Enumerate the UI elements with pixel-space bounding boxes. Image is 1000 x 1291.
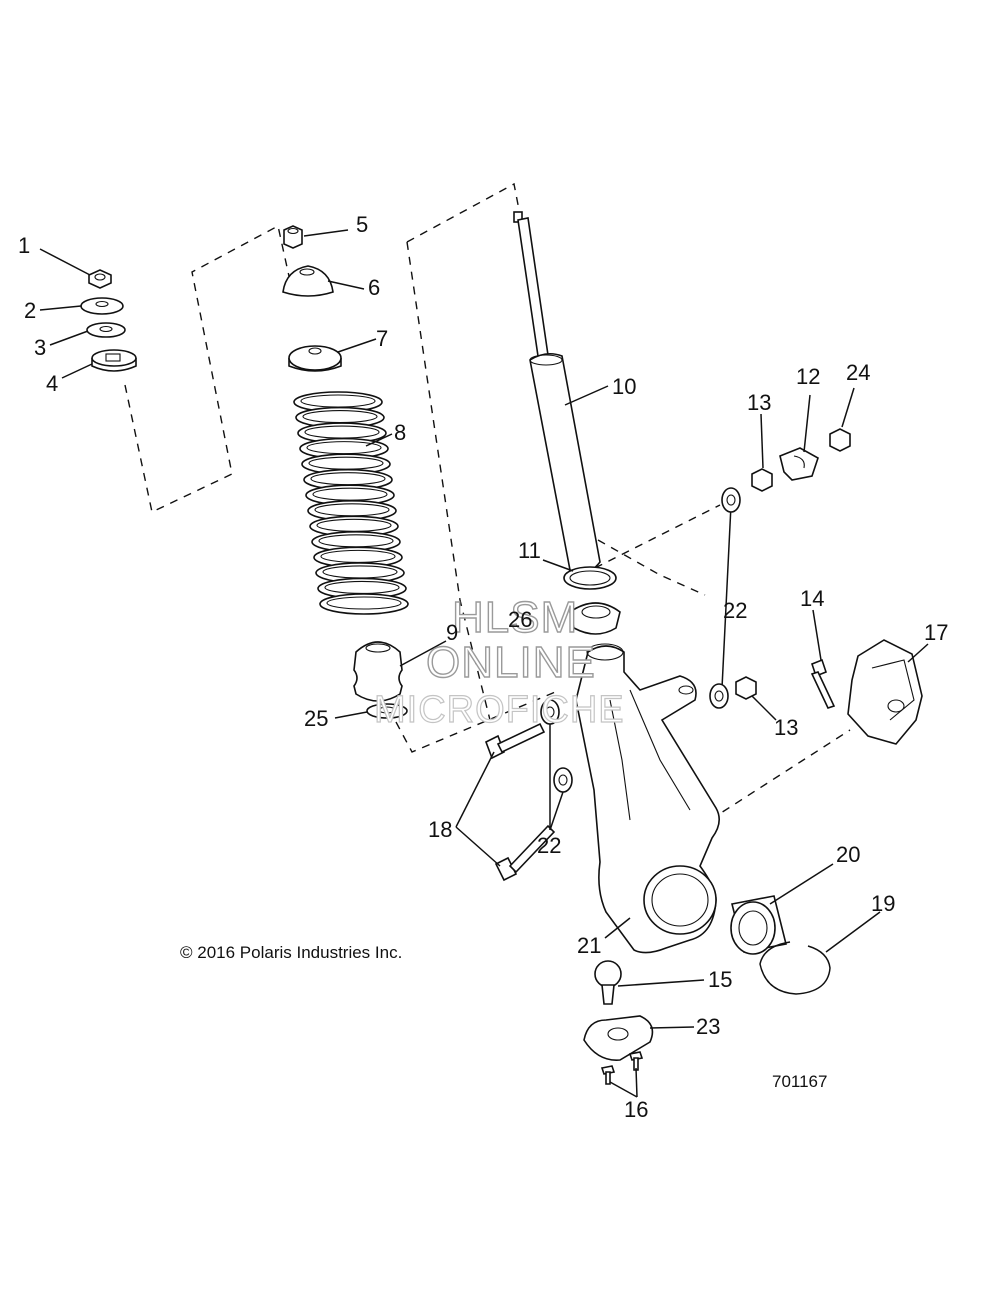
callout-22-right: 22	[723, 598, 747, 623]
part-nut-13	[735, 468, 773, 700]
callout-labels: 1 2 3 4 5 6 7 8 10 11 12 13 24 22 14 17 …	[18, 212, 948, 1122]
watermark-line-3: MICROFICHE	[374, 689, 625, 731]
part-plate-23	[583, 1015, 654, 1061]
callout-10: 10	[612, 374, 636, 399]
callout-14: 14	[800, 586, 824, 611]
part-ring-11	[563, 566, 617, 590]
leader-lines	[39, 229, 929, 1098]
callout-23: 23	[696, 1014, 720, 1039]
callout-3: 3	[34, 335, 46, 360]
part-washer-3	[86, 322, 126, 338]
callout-8: 8	[394, 420, 406, 445]
part-washer-22	[540, 487, 741, 793]
part-bushing-4	[91, 349, 137, 372]
callout-5: 5	[356, 212, 368, 237]
part-nut-24	[829, 428, 851, 452]
part-screw-16	[600, 1051, 644, 1085]
spring-coil-inner	[326, 596, 402, 610]
callout-9: 9	[446, 620, 458, 645]
watermark: HLSM ONLINE MICROFICHE	[373, 592, 625, 731]
part-knuckle-21	[575, 643, 720, 954]
callout-25: 25	[304, 706, 328, 731]
callout-22-left: 22	[537, 833, 561, 858]
callout-6: 6	[368, 275, 380, 300]
callout-26: 26	[508, 607, 532, 632]
callout-24: 24	[846, 360, 870, 385]
callout-13-upper: 13	[747, 390, 771, 415]
part-clip-12	[779, 447, 819, 481]
part-circlip-19	[759, 941, 831, 995]
copyright-text: © 2016 Polaris Industries Inc.	[180, 943, 402, 962]
callout-1: 1	[18, 233, 30, 258]
part-coil-spring-8	[293, 391, 409, 615]
part-bump-stop-9	[353, 641, 403, 702]
part-caliper-17	[847, 639, 923, 745]
callout-19: 19	[871, 891, 895, 916]
callout-15: 15	[708, 967, 732, 992]
part-cup-7	[288, 345, 342, 372]
callout-11: 11	[518, 538, 541, 563]
part-shock-10	[513, 211, 601, 575]
callout-21: 21	[577, 933, 601, 958]
callout-17: 17	[924, 620, 948, 645]
part-nut-1	[88, 269, 112, 289]
callout-4: 4	[46, 371, 58, 396]
watermark-line-2: ONLINE	[426, 638, 596, 687]
callout-2: 2	[24, 298, 36, 323]
callout-13-lower: 13	[774, 715, 798, 740]
part-washer-25	[366, 703, 408, 719]
part-seat-26	[569, 602, 621, 635]
callout-12: 12	[796, 364, 820, 389]
part-washer-2	[80, 297, 124, 315]
part-bolt-18	[484, 722, 556, 882]
callout-20: 20	[836, 842, 860, 867]
callout-7: 7	[376, 326, 388, 351]
callout-18: 18	[428, 817, 452, 842]
figure-number: 701167	[772, 1072, 827, 1091]
watermark-line-1: HLSM	[452, 593, 578, 642]
part-cup-6	[282, 265, 334, 297]
part-bolt-14	[810, 658, 836, 709]
spring-coil	[319, 593, 409, 615]
part-nut-5	[283, 225, 303, 249]
part-ball-joint-15	[594, 960, 622, 1005]
part-bearing-20	[730, 895, 787, 955]
assembly-dashed-lines	[124, 182, 851, 821]
callout-16: 16	[624, 1097, 648, 1122]
